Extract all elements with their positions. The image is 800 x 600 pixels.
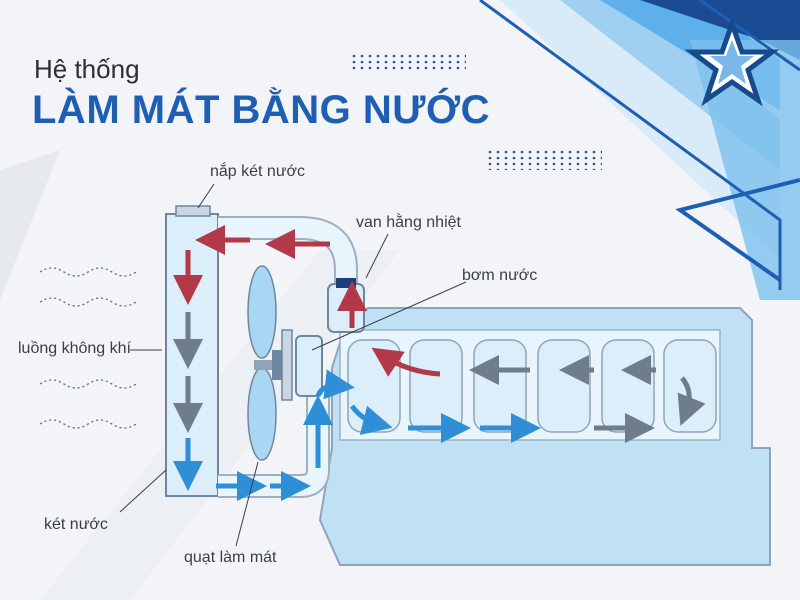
airflow-waves	[39, 267, 137, 429]
leader-lines	[119, 183, 467, 547]
label-airflow: luồng không khí	[18, 340, 131, 357]
cooling-fan-icon	[247, 265, 282, 461]
cold-coolant-arrows	[173, 369, 541, 501]
label-radiator-cap: nắp két nước	[210, 163, 306, 180]
engine-block	[318, 307, 771, 566]
diagram-subtitle: Hệ thống	[34, 54, 140, 84]
transition-coolant-arrows	[173, 312, 706, 443]
upper-hose	[218, 216, 358, 286]
dotted-pattern-icon	[488, 150, 602, 170]
label-cooling-fan: quạt làm mát	[184, 549, 277, 566]
water-pump	[281, 329, 323, 401]
radiator-cap-icon	[175, 205, 211, 217]
diagram-title: LÀM MÁT BẰNG NƯỚC	[32, 88, 490, 132]
star-logo-icon	[684, 16, 780, 107]
hot-coolant-arrows	[173, 225, 441, 377]
radiator	[165, 205, 219, 497]
label-water-pump: bơm nước	[462, 267, 538, 284]
dotted-pattern-icon	[352, 52, 466, 72]
label-radiator: két nước	[44, 516, 108, 533]
label-thermostat: van hằng nhiệt	[356, 214, 461, 231]
thermostat	[327, 278, 365, 333]
